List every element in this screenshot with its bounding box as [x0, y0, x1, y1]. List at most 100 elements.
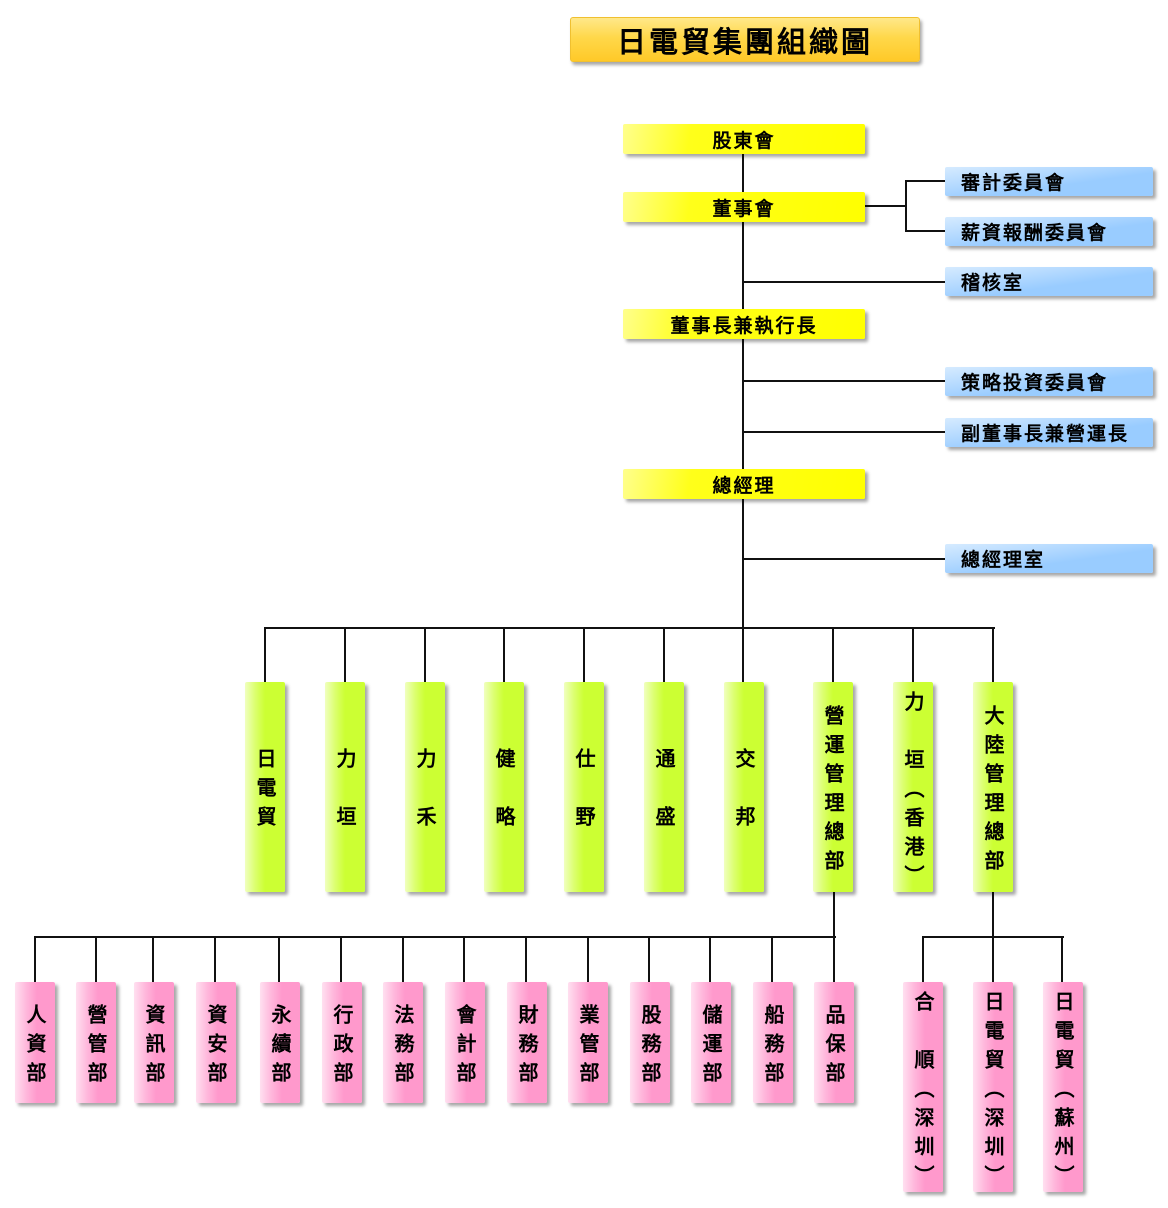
connector-line — [743, 431, 945, 433]
connector-line — [922, 936, 1064, 938]
node-china-entity[interactable]: 日電貿（深圳） — [973, 982, 1013, 1194]
connector-line — [95, 936, 97, 982]
node-chairman-ceo[interactable]: 董事長兼執行長 — [623, 309, 865, 339]
connector-line — [587, 936, 589, 982]
chart-title-text: 日電貿集團組織圖 — [616, 24, 873, 59]
node-department[interactable]: 行政部 — [322, 982, 362, 1103]
node-subsidiary[interactable]: 力 禾 — [405, 682, 445, 892]
connector-line — [648, 936, 650, 982]
node-subsidiary[interactable]: 力 垣 — [325, 682, 365, 892]
connector-line — [34, 936, 36, 982]
node-department[interactable]: 業管部 — [568, 982, 608, 1103]
connector-line — [34, 936, 836, 938]
node-department[interactable]: 股務部 — [630, 982, 670, 1103]
node-department[interactable]: 資訊部 — [134, 982, 174, 1103]
node-label: 船務部 — [761, 1003, 785, 1091]
node-internal-audit-office[interactable]: 稽核室 — [945, 267, 1153, 296]
node-department[interactable]: 資安部 — [196, 982, 236, 1103]
node-label: 股東會 — [712, 129, 776, 152]
node-department[interactable]: 法務部 — [383, 982, 423, 1103]
connector-line — [905, 230, 945, 232]
connector-line — [340, 936, 342, 982]
connector-line — [864, 205, 907, 207]
node-subsidiary[interactable]: 日電貿 — [245, 682, 285, 892]
node-label: 人資部 — [23, 1003, 47, 1091]
node-label: 行政部 — [330, 1003, 354, 1091]
node-strategic-investment-committee[interactable]: 策略投資委員會 — [945, 367, 1153, 396]
node-subsidiary[interactable]: 力 垣（香港） — [893, 682, 933, 894]
node-china-hq[interactable]: 大陸管理總部 — [973, 682, 1013, 892]
connector-line — [922, 936, 924, 982]
node-operations-hq[interactable]: 營運管理總部 — [813, 682, 853, 892]
node-department[interactable]: 永續部 — [260, 982, 300, 1103]
node-audit-committee[interactable]: 審計委員會 — [945, 167, 1153, 196]
node-label: 力 禾 — [413, 748, 437, 835]
node-label: 營運管理總部 — [821, 704, 845, 879]
connector-line — [833, 936, 835, 982]
node-label: 財務部 — [515, 1003, 539, 1091]
node-label: 稽核室 — [961, 272, 1025, 294]
connector-line — [742, 154, 744, 684]
connector-line — [833, 892, 835, 938]
node-china-entity[interactable]: 合 順（深圳） — [903, 982, 943, 1194]
connector-line — [771, 936, 773, 982]
connector-line — [663, 627, 665, 682]
node-label: 總經理 — [712, 474, 776, 497]
node-label: 策略投資委員會 — [961, 372, 1109, 394]
connector-line — [992, 627, 994, 682]
node-general-manager[interactable]: 總經理 — [623, 469, 865, 499]
node-label: 審計委員會 — [961, 172, 1067, 194]
node-label: 仕 野 — [572, 748, 596, 835]
node-label: 股務部 — [638, 1003, 662, 1091]
node-subsidiary[interactable]: 仕 野 — [564, 682, 604, 892]
node-label: 法務部 — [391, 1003, 415, 1091]
node-label: 業管部 — [576, 1003, 600, 1091]
node-department[interactable]: 人資部 — [15, 982, 55, 1103]
node-subsidiary[interactable]: 交 邦 — [724, 682, 764, 892]
node-department[interactable]: 營管部 — [76, 982, 116, 1103]
node-department[interactable]: 會計部 — [445, 982, 485, 1103]
node-label: 力 垣 — [333, 748, 357, 835]
node-label: 儲運部 — [699, 1003, 723, 1091]
connector-line — [1061, 936, 1063, 982]
connector-line — [743, 380, 945, 382]
connector-line — [402, 936, 404, 982]
node-subsidiary[interactable]: 健 略 — [484, 682, 524, 892]
connector-line — [912, 627, 914, 682]
node-china-entity[interactable]: 日電貿（蘇州） — [1043, 982, 1083, 1194]
chart-title: 日電貿集團組織圖 — [570, 17, 920, 62]
connector-line — [152, 936, 154, 982]
connector-line — [905, 180, 945, 182]
node-label: 營管部 — [84, 1003, 108, 1091]
node-shareholders-meeting[interactable]: 股東會 — [623, 124, 865, 154]
node-label: 總經理室 — [961, 549, 1046, 571]
node-label: 資安部 — [204, 1003, 228, 1091]
connector-line — [832, 627, 834, 682]
node-remuneration-committee[interactable]: 薪資報酬委員會 — [945, 217, 1153, 246]
node-label: 合 順（深圳） — [911, 991, 935, 1194]
node-department[interactable]: 船務部 — [753, 982, 793, 1103]
connector-line — [344, 627, 346, 682]
node-label: 董事長兼執行長 — [670, 314, 818, 337]
node-vice-chairman-coo[interactable]: 副董事長兼營運長 — [945, 418, 1153, 447]
node-label: 交 邦 — [732, 748, 756, 835]
node-department[interactable]: 儲運部 — [691, 982, 731, 1103]
connector-line — [743, 558, 945, 560]
node-label: 日電貿 — [253, 748, 277, 835]
connector-line — [264, 627, 995, 629]
node-label: 健 略 — [492, 748, 516, 835]
node-department[interactable]: 品保部 — [814, 982, 854, 1103]
connector-line — [503, 627, 505, 682]
node-label: 會計部 — [453, 1003, 477, 1091]
node-label: 資訊部 — [142, 1003, 166, 1091]
node-gm-office[interactable]: 總經理室 — [945, 544, 1153, 573]
connector-line — [709, 936, 711, 982]
node-label: 副董事長兼營運長 — [961, 423, 1130, 445]
node-label: 日電貿（蘇州） — [1051, 991, 1075, 1194]
node-label: 通 盛 — [652, 748, 676, 835]
connector-line — [463, 936, 465, 982]
node-subsidiary[interactable]: 通 盛 — [644, 682, 684, 892]
connector-line — [424, 627, 426, 682]
node-board-of-directors[interactable]: 董事會 — [623, 192, 865, 222]
node-department[interactable]: 財務部 — [507, 982, 547, 1103]
